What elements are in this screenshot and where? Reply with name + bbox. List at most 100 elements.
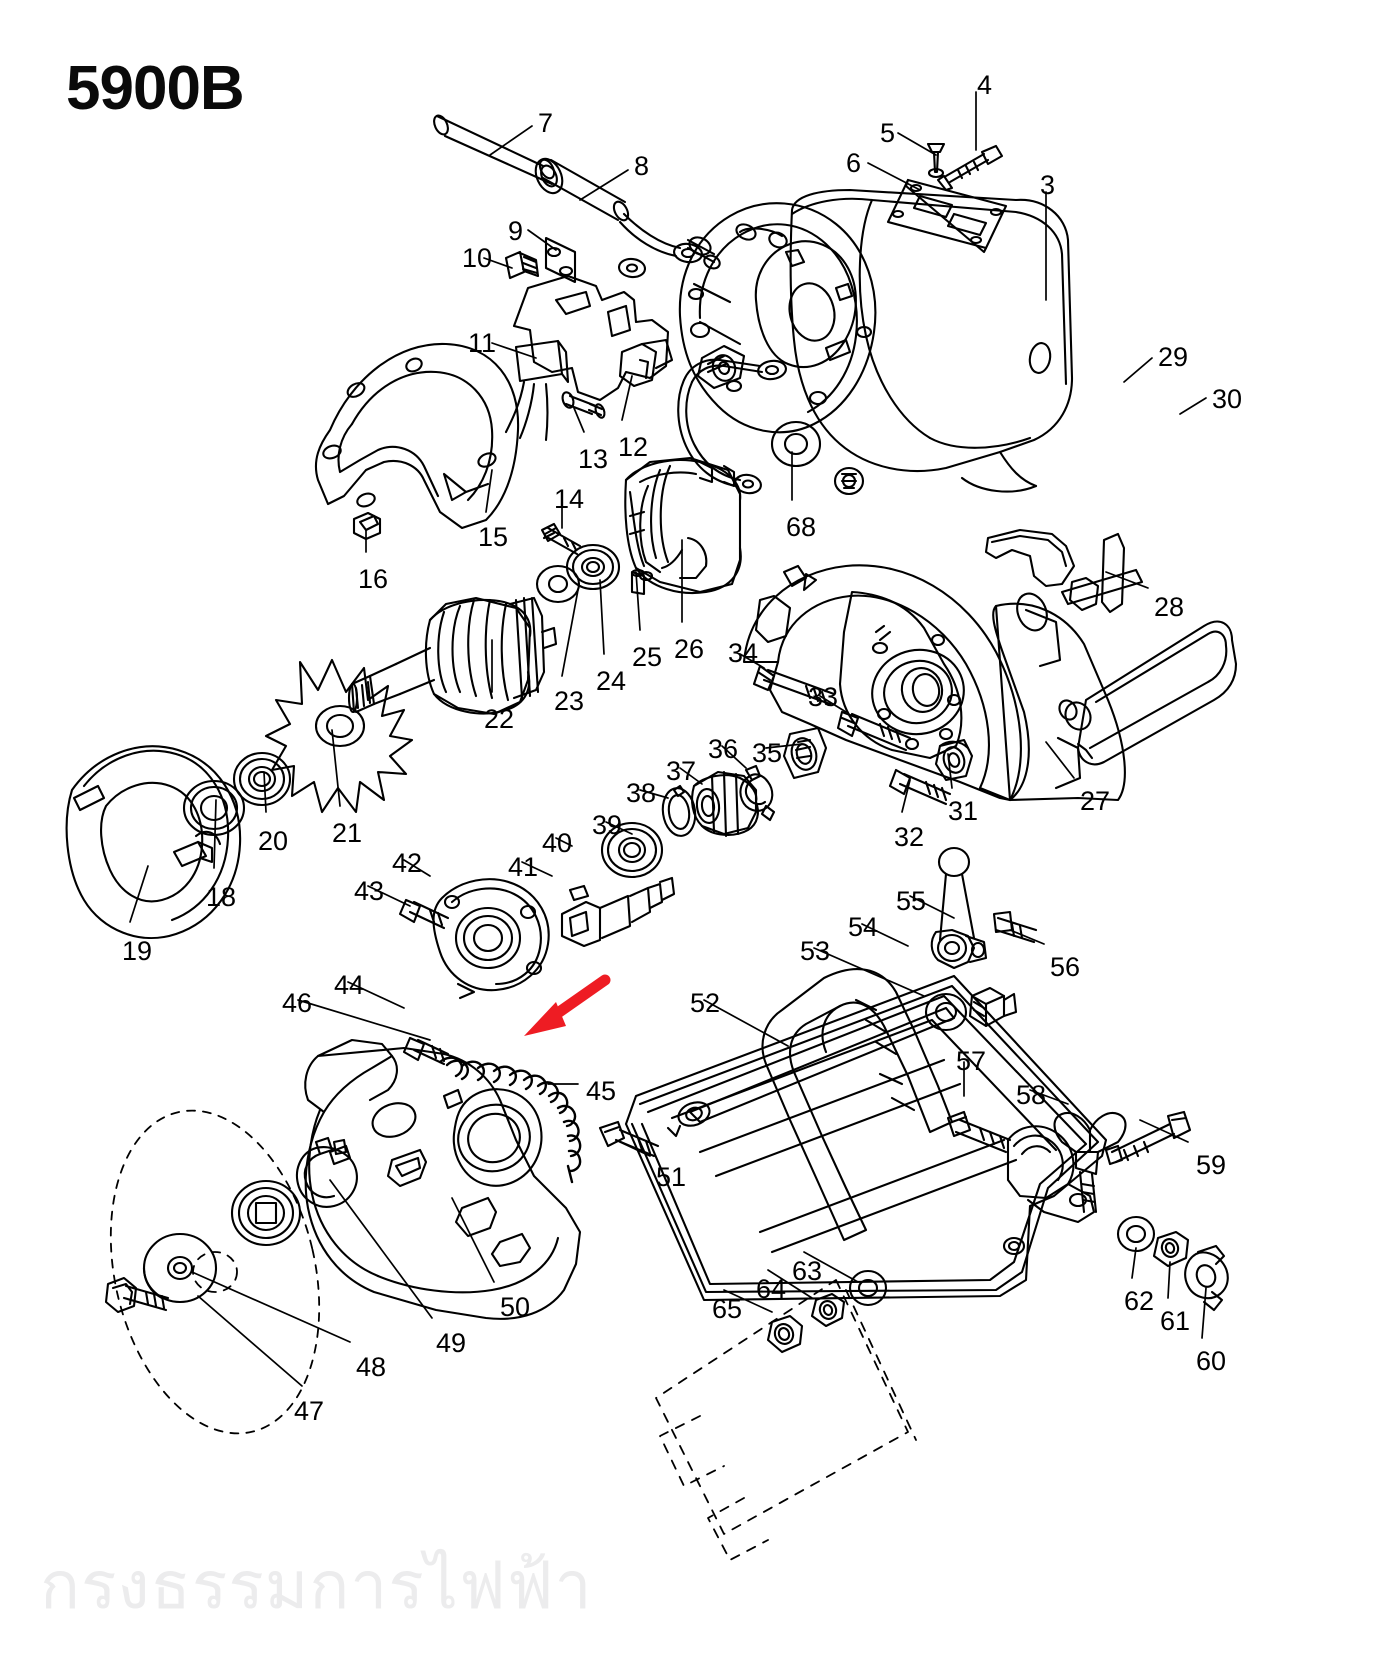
callout-6: 6 <box>846 148 862 178</box>
lever-55 <box>930 846 988 970</box>
base-plate-52 <box>624 968 1108 1302</box>
callout-42: 42 <box>392 848 423 878</box>
callout-12: 12 <box>618 432 649 462</box>
callout-62: 62 <box>1124 1286 1155 1316</box>
callout-19: 19 <box>122 936 153 966</box>
callout-16: 16 <box>358 564 389 594</box>
callout-56: 56 <box>1050 952 1081 982</box>
pin-25 <box>630 568 646 596</box>
nut-54 <box>968 986 1018 1028</box>
flange-48 <box>142 1232 218 1304</box>
callout-27: 27 <box>1080 786 1111 816</box>
key-40 <box>568 884 590 902</box>
cord-68 <box>677 344 865 496</box>
callout-32: 32 <box>894 822 925 852</box>
nut-61 <box>1152 1230 1190 1268</box>
callout-21: 21 <box>332 818 363 848</box>
callout-33: 33 <box>808 682 839 712</box>
callout-24: 24 <box>596 666 627 696</box>
bolt-59 <box>1104 1110 1192 1166</box>
callout-26: 26 <box>674 634 705 664</box>
spring-45 <box>438 1056 582 1184</box>
nut-64 <box>810 1292 846 1328</box>
callout-58: 58 <box>1016 1080 1047 1110</box>
screw-32 <box>888 768 952 806</box>
clip-50 <box>296 1136 358 1208</box>
callout-46: 46 <box>282 988 313 1018</box>
bearing-20 <box>232 751 292 807</box>
washer-23 <box>535 564 581 604</box>
fan-21 <box>264 658 414 814</box>
callout-47: 47 <box>294 1396 325 1426</box>
callout-15: 15 <box>478 522 509 552</box>
callout-59: 59 <box>1196 1150 1227 1180</box>
screw-34 <box>752 664 836 706</box>
washer-63 <box>848 1269 888 1307</box>
callout-20: 20 <box>258 826 289 856</box>
callout-50: 50 <box>500 1292 531 1322</box>
bearing-39 <box>600 821 664 879</box>
watermark-text: กรงธรรมการไฟฟ้า <box>40 1547 593 1624</box>
callout-41: 41 <box>508 852 539 882</box>
callout-38: 38 <box>626 778 657 808</box>
callout-30: 30 <box>1212 384 1243 414</box>
callout-45: 45 <box>586 1076 617 1106</box>
callout-29: 29 <box>1158 342 1189 372</box>
screw-43 <box>398 898 450 930</box>
cover-19 <box>65 745 242 939</box>
callout-11: 11 <box>468 328 497 358</box>
stator-26 <box>624 456 742 595</box>
callout-39: 39 <box>592 810 623 840</box>
nut-65 <box>766 1314 804 1354</box>
guide-rail-dashed <box>655 1279 917 1561</box>
callout-7: 7 <box>538 108 554 138</box>
retaining-ring-38 <box>661 784 697 837</box>
blade-outline-dashed <box>109 1109 321 1435</box>
bearing-49 <box>230 1179 302 1247</box>
cord-group <box>433 114 703 284</box>
callout-18: 18 <box>206 882 237 912</box>
callout-34: 34 <box>728 638 759 668</box>
callout-61: 61 <box>1160 1306 1191 1336</box>
clamp-60 <box>1184 1244 1229 1312</box>
spacer-35 <box>782 726 828 780</box>
callout-36: 36 <box>708 734 739 764</box>
callout-52: 52 <box>690 988 721 1018</box>
callout-68: 68 <box>786 512 817 542</box>
gear-37 <box>691 770 759 838</box>
callout-14: 14 <box>554 484 585 514</box>
callout-53: 53 <box>800 936 831 966</box>
spacer-31 <box>934 738 974 782</box>
bolt-56 <box>992 910 1038 944</box>
wing-screw-58 <box>1053 1111 1127 1214</box>
screw-14 <box>540 522 582 556</box>
callout-8: 8 <box>634 151 650 181</box>
callout-54: 54 <box>848 912 879 942</box>
callout-64: 64 <box>756 1274 787 1304</box>
callout-51: 51 <box>656 1162 687 1192</box>
armature-22 <box>347 596 558 716</box>
callout-5: 5 <box>880 118 896 148</box>
callout-10: 10 <box>462 243 493 273</box>
spindle-41 <box>560 876 676 948</box>
callout-37: 37 <box>666 756 697 786</box>
red-arrow <box>524 974 611 1036</box>
washer-62 <box>1116 1215 1156 1253</box>
callout-31: 31 <box>948 796 979 826</box>
callout-60: 60 <box>1196 1346 1227 1376</box>
callout-43: 43 <box>354 876 385 906</box>
callout-63: 63 <box>792 1256 823 1286</box>
callout-35: 35 <box>752 738 783 768</box>
bearing-retainer-42 <box>432 878 550 1000</box>
leader-lines <box>129 91 1207 1387</box>
switch-assembly <box>504 274 674 442</box>
blade-guard-15 <box>314 342 520 541</box>
bolt-51 <box>598 1120 660 1158</box>
callout-40: 40 <box>542 828 573 858</box>
callout-4: 4 <box>977 70 993 100</box>
callout-13: 13 <box>578 444 609 474</box>
motor-housing-3 <box>678 142 1074 493</box>
washer-53 <box>924 992 968 1032</box>
